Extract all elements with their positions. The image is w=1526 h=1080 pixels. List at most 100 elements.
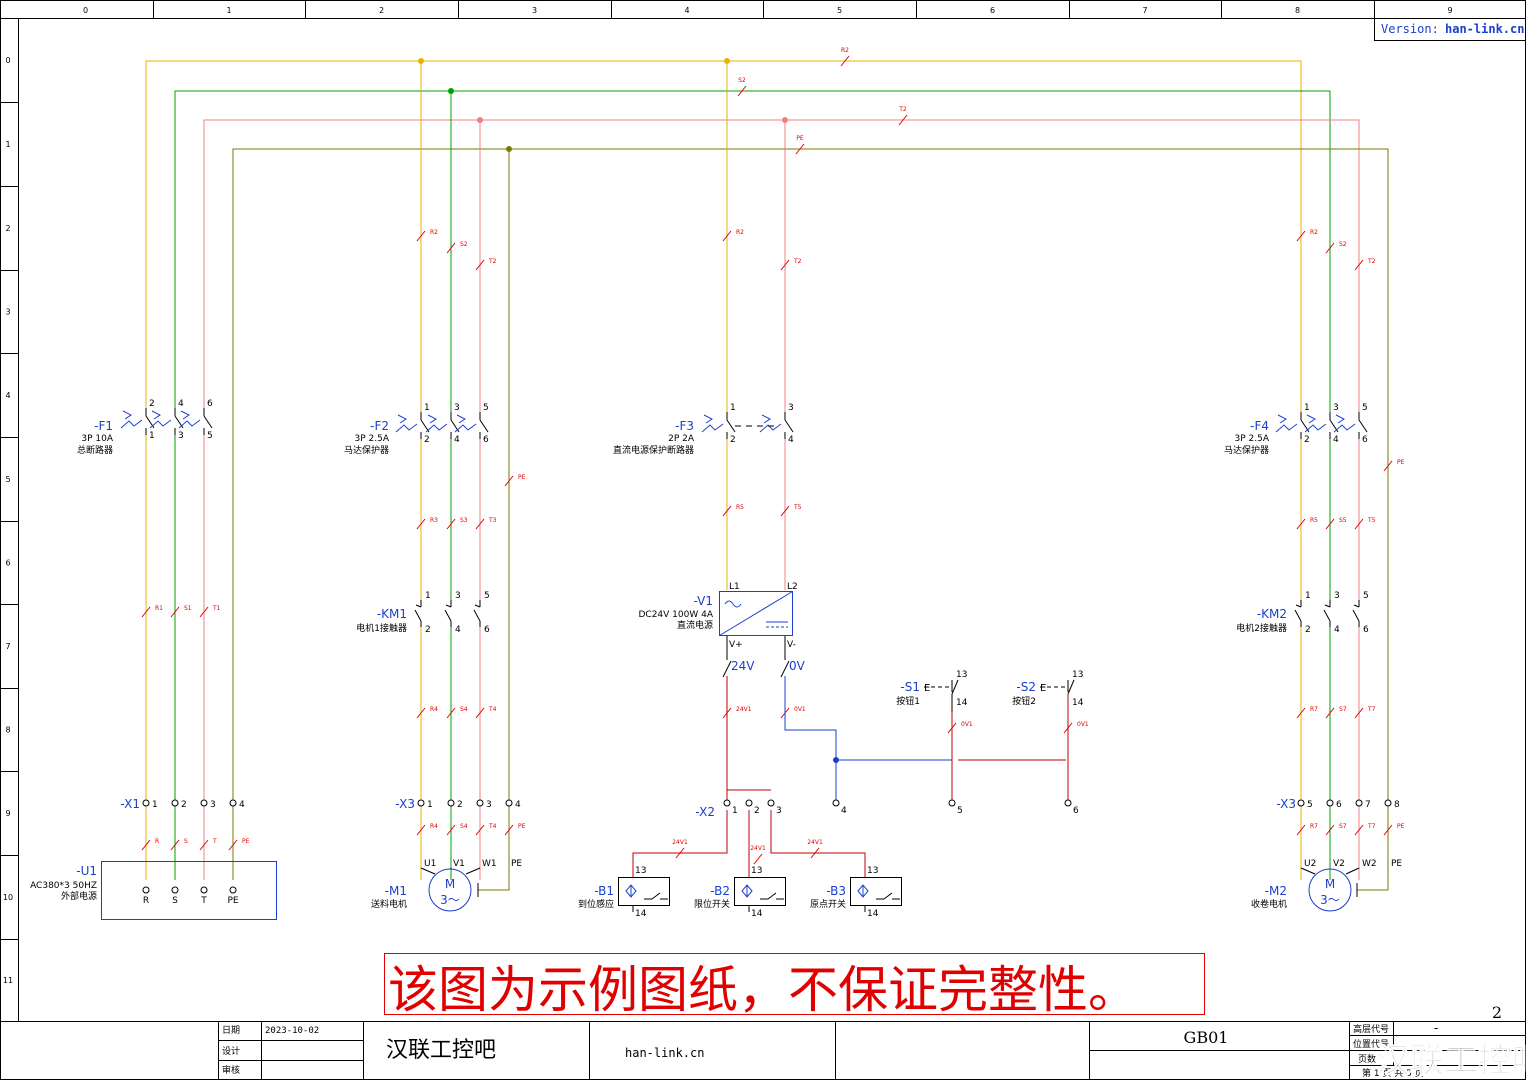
s1-e-mark: E: [924, 683, 930, 694]
wire-mark-label: R4: [430, 706, 438, 713]
junction-dot: [506, 146, 512, 152]
s2-tag: -S2: [1016, 680, 1036, 694]
wire-mark-label: T7: [1367, 823, 1376, 830]
level-label: 高层代号: [1353, 1023, 1389, 1035]
s1-tag: -S1: [900, 680, 920, 694]
terminal-bottom: 6: [483, 435, 489, 445]
v1-out2: V-: [787, 640, 796, 650]
terminal-top: 5: [484, 591, 490, 601]
row-label: 0: [5, 56, 10, 65]
wire-mark-tick: [228, 839, 238, 851]
wire-mark-label: T3: [488, 517, 497, 524]
u1-spec: AC380*3 50HZ: [30, 881, 97, 891]
m1-pin-w: W1: [482, 859, 497, 869]
wire-mark-tick: [1354, 518, 1364, 530]
terminal-pin-label: 4: [515, 800, 521, 810]
m2-pin-w: W2: [1362, 859, 1377, 869]
terminal-top: 3: [1333, 403, 1339, 413]
wire-mark-label: T2: [488, 258, 497, 265]
m2-tag: -M2: [1265, 884, 1287, 898]
m1-pin-v: V1: [453, 859, 465, 869]
sensor-desc: 到位感应: [578, 898, 614, 910]
column-label: 3: [532, 6, 537, 15]
drawing-id: GB01: [1184, 1028, 1229, 1047]
v1-out1: V+: [729, 640, 743, 650]
supply-pin: [142, 886, 150, 894]
v1-0v-label: 0V: [789, 659, 806, 673]
terminal-pin-label: 7: [1365, 800, 1371, 810]
m1-pin-u: U1: [424, 859, 436, 869]
wire-mark-label: T4: [488, 823, 497, 830]
s1-t1: 13: [956, 670, 967, 680]
wire-mark-label: T1: [212, 605, 221, 612]
junction-dot: [477, 117, 483, 123]
terminal-top: 3: [454, 403, 460, 413]
terminal-pin: [142, 799, 150, 807]
wire-mark-tick: [170, 839, 180, 851]
x3a-tag: -X3: [395, 797, 415, 811]
terminal-pin-label: 3: [776, 806, 782, 816]
wire-mark-tick: [475, 259, 485, 271]
supply-pin-label: T: [200, 896, 207, 906]
v1-desc: 直流电源: [677, 619, 713, 631]
sensor-terminal-13: 13: [635, 866, 646, 876]
terminal-top: 1: [425, 591, 431, 601]
terminal-pin-label: 2: [754, 806, 760, 816]
terminal-top: 5: [483, 403, 489, 413]
wire-mark-tick: [475, 518, 485, 530]
v1-24v-label: 24V: [731, 659, 755, 673]
m1-desc: 送料电机: [371, 898, 407, 910]
company-name: 汉联工控吧: [386, 1038, 496, 1063]
terminal-bottom: 4: [1333, 435, 1339, 445]
terminal-top: 1: [1305, 591, 1311, 601]
wire-mark-label: 24V1: [807, 839, 823, 846]
version-value: han-link.cn: [1445, 22, 1524, 36]
wire-mark-label: 24V1: [750, 845, 766, 852]
wire-mark-tick: [1325, 707, 1335, 719]
f1-desc: 总断路器: [77, 444, 113, 456]
junction-dot: [782, 117, 788, 123]
wire-mark-tick: [475, 707, 485, 719]
terminal-pin: [832, 799, 840, 807]
terminal-pin-label: 4: [841, 806, 847, 816]
supply-pin-label: R: [143, 896, 149, 906]
wire-mark-tick: [416, 230, 426, 242]
supply-pin: [229, 886, 237, 894]
wire-mark-label: PE: [242, 838, 250, 845]
wire-mark-label: R: [155, 838, 159, 845]
wire-mark-tick: [1383, 824, 1393, 836]
terminal-bottom: 4: [788, 435, 794, 445]
sensor-terminal-14: 14: [635, 909, 647, 919]
wire-mark-tick: [504, 475, 514, 487]
terminal-top: 3: [788, 403, 794, 413]
wire-mark-label: T2: [793, 258, 802, 265]
f2-desc: 马达保护器: [344, 444, 389, 456]
m2-pin-v: V2: [1333, 859, 1345, 869]
wire-mark-label: S7: [1339, 823, 1347, 830]
wire-mark-label: PE: [518, 823, 526, 830]
terminal-pin: [1355, 799, 1363, 807]
wire-mark-tick: [141, 839, 151, 851]
component-labels: -F1 3P 10A 总断路器 -F2 3P 2.5A 马达保护器 -F3 2P…: [77, 419, 1287, 634]
location-label: 位置代号: [1353, 1038, 1389, 1050]
m1-pin-pe: PE: [511, 859, 522, 869]
wire-mark-tick: [722, 505, 732, 517]
wire-mark-label: R3: [430, 517, 438, 524]
wire-mark-label: R7: [1310, 823, 1318, 830]
f4-desc: 马达保护器: [1224, 444, 1269, 456]
terminal-top: 4: [178, 399, 184, 409]
terminal-top: 1: [1304, 403, 1310, 413]
terminal-pin: [447, 799, 455, 807]
terminal-pin-label: 5: [957, 806, 963, 816]
review-label: 审核: [222, 1064, 240, 1076]
sensor-terminal-13: 13: [751, 866, 762, 876]
wire-mark-tick: [170, 606, 180, 618]
m1-tag: -M1: [385, 884, 407, 898]
wire-mark-label: 0V1: [794, 706, 806, 713]
